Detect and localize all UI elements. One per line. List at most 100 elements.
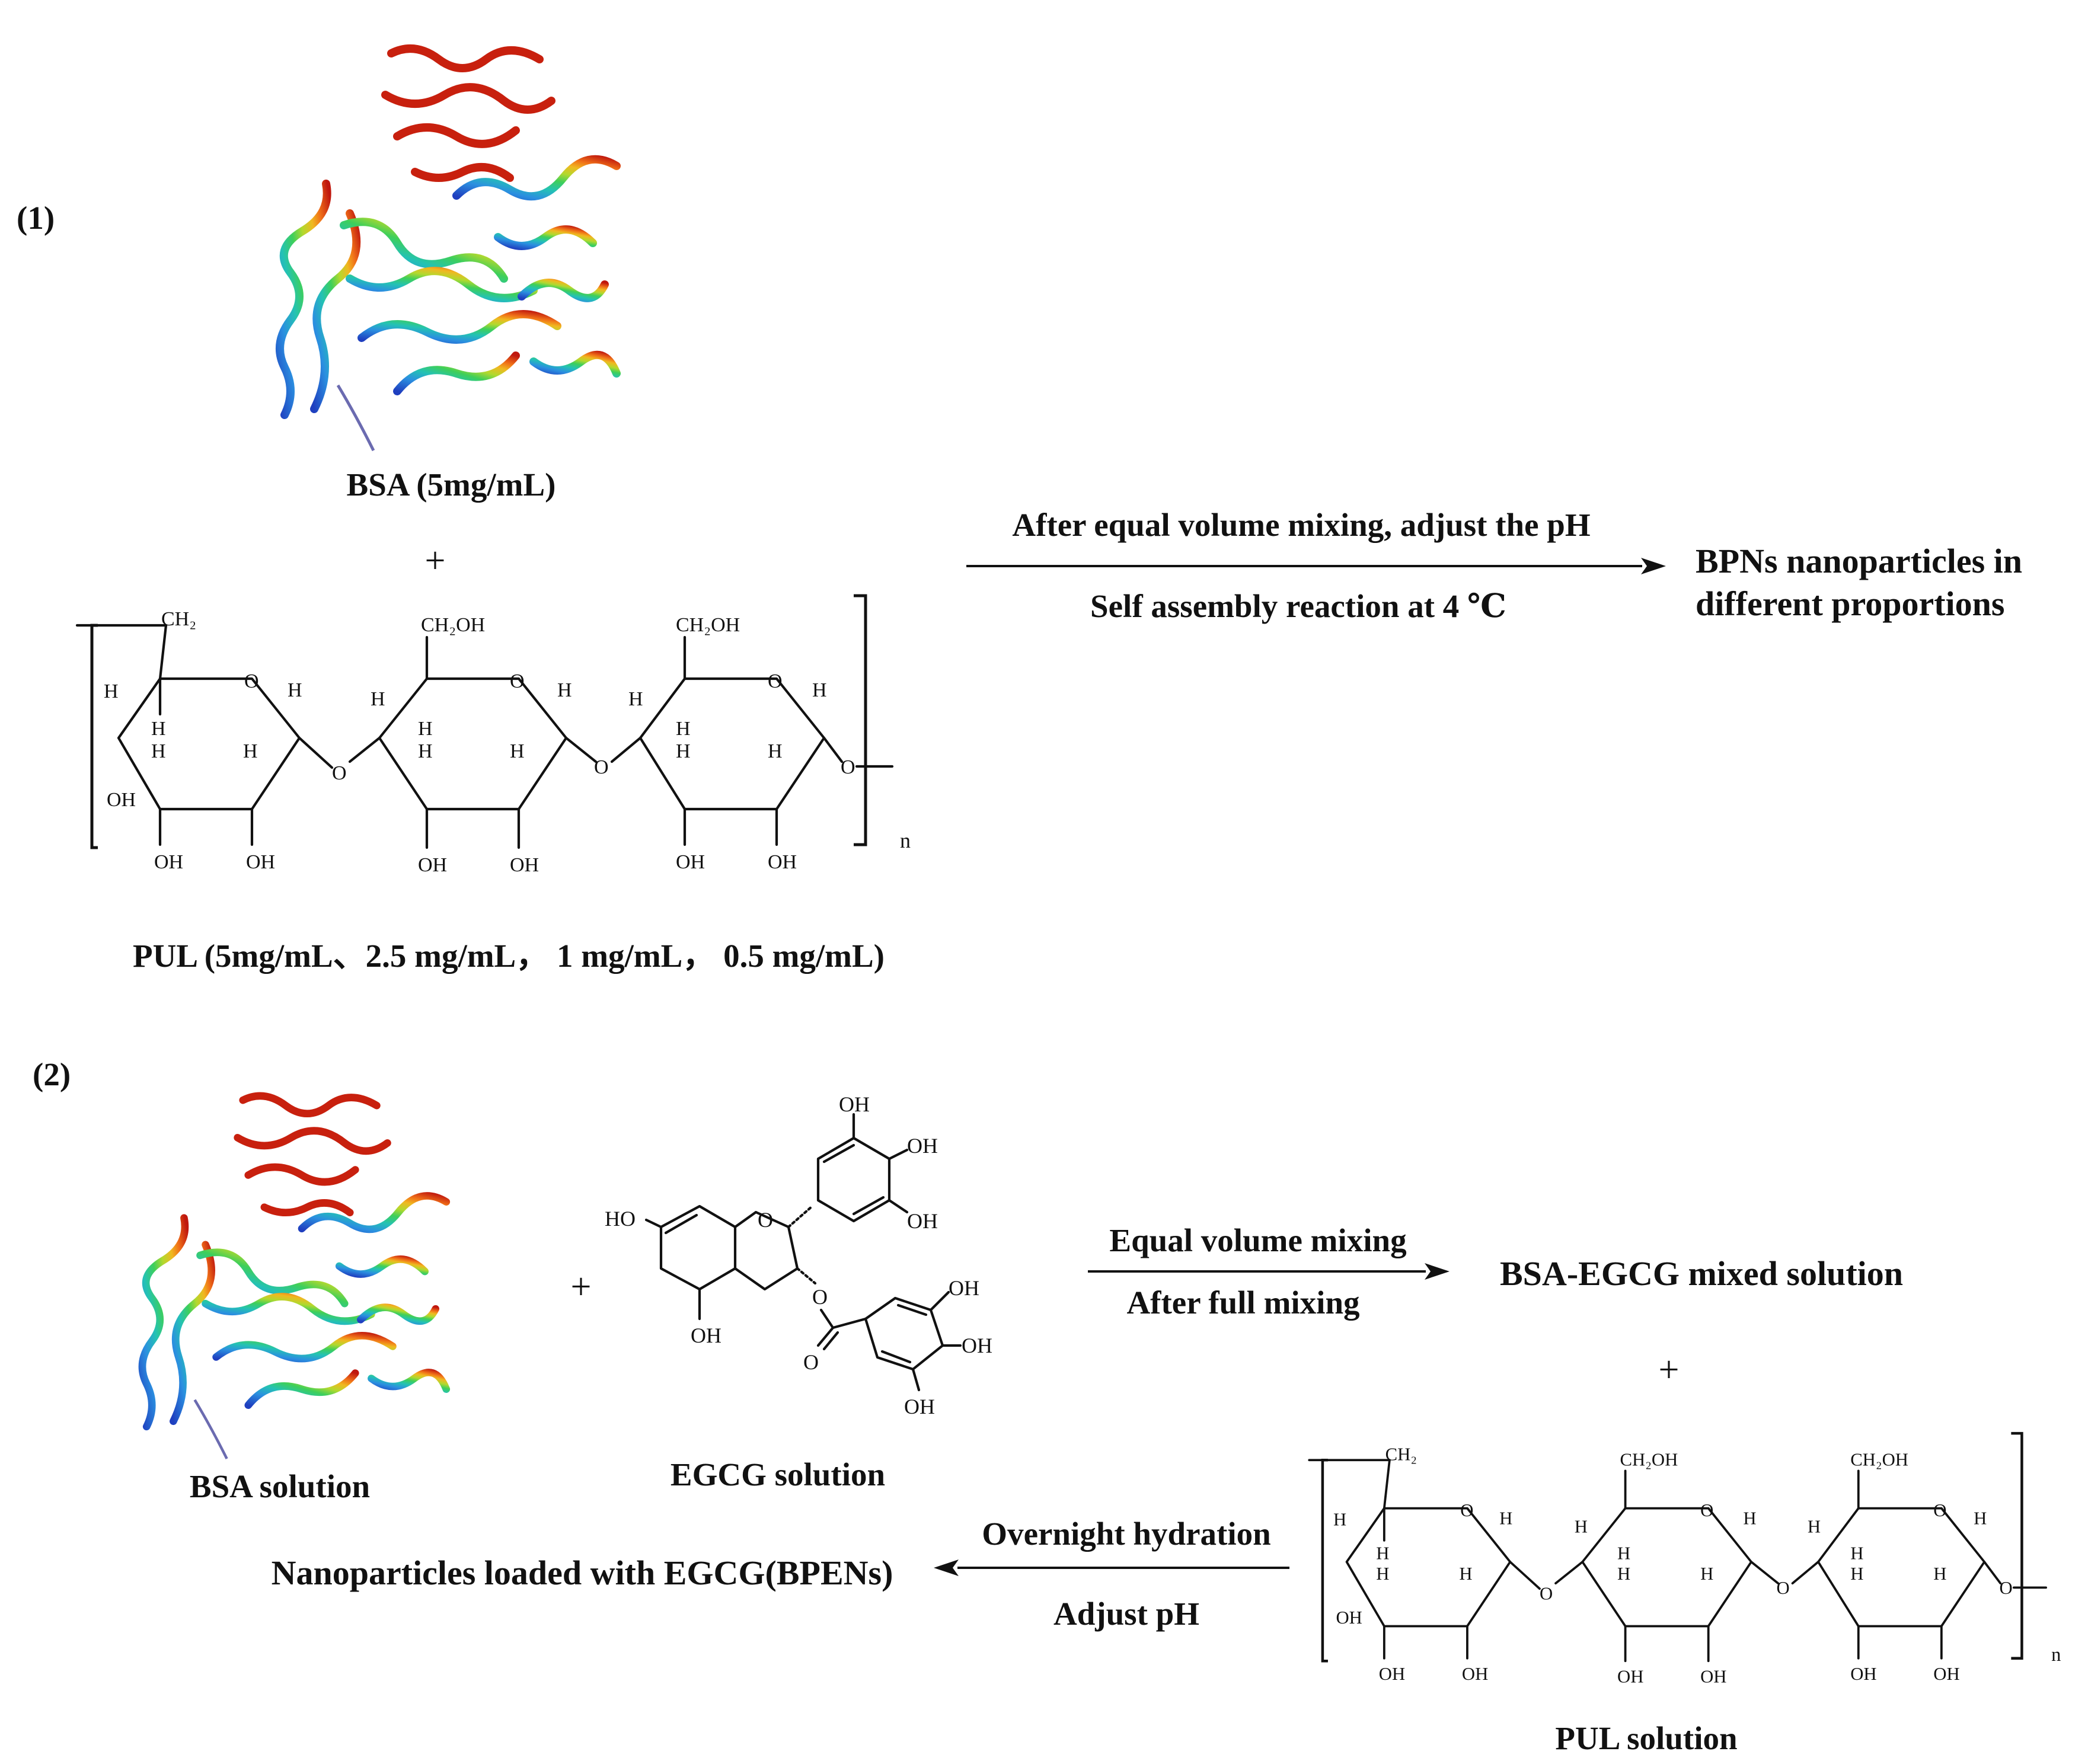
bracket-right xyxy=(854,594,867,846)
svg-text:H: H xyxy=(1700,1564,1713,1584)
svg-text:H: H xyxy=(1575,1516,1588,1536)
arrow3-top-label: Overnight hydration xyxy=(982,1516,1271,1552)
svg-text:H: H xyxy=(1850,1543,1863,1563)
svg-text:OH: OH xyxy=(1462,1664,1488,1684)
svg-text:H: H xyxy=(288,679,302,701)
svg-text:H: H xyxy=(1459,1564,1472,1584)
svg-text:H: H xyxy=(1617,1543,1630,1563)
bsa-protein-structure-1 xyxy=(276,44,621,452)
egcg-structure: O HO OH OH OH OH O O OH OH OH xyxy=(605,1092,992,1418)
arrow1-bottom-label: Self assembly reaction at 4 ℃ xyxy=(1090,588,1506,624)
glucose-ring-2: CH₂OH O H H H H H OH OH O xyxy=(371,614,642,876)
svg-text:CH₂OH: CH₂OH xyxy=(421,614,485,636)
bsa-caption-2: BSA solution xyxy=(189,1468,371,1504)
bsa-egcg-mixed-label: BSA-EGCG mixed solution xyxy=(1500,1254,1903,1293)
svg-text:O: O xyxy=(841,756,855,778)
svg-text:H: H xyxy=(812,679,827,701)
svg-text:OH: OH xyxy=(1850,1664,1876,1684)
svg-text:OH: OH xyxy=(1933,1664,1959,1684)
arrow2-bottom-label: After full mixing xyxy=(1126,1284,1360,1321)
pullulan-structure-1: n CH₂ O H H H H H OH OH OH O CH₂OH O H H… xyxy=(75,594,911,876)
plus-sign-2: + xyxy=(570,1267,592,1307)
svg-text:H: H xyxy=(1808,1516,1821,1536)
repeat-n: n xyxy=(900,829,911,852)
svg-text:O: O xyxy=(812,1285,828,1309)
svg-text:OH: OH xyxy=(418,854,447,876)
svg-text:n: n xyxy=(2051,1644,2061,1666)
svg-text:O: O xyxy=(1933,1500,1946,1520)
svg-text:CH₂: CH₂ xyxy=(161,608,196,630)
panel-1-label: (1) xyxy=(17,200,55,236)
svg-text:OH: OH xyxy=(962,1334,992,1357)
svg-text:OH: OH xyxy=(1700,1666,1726,1686)
svg-text:OH: OH xyxy=(676,851,705,873)
svg-text:OH: OH xyxy=(154,851,183,873)
svg-text:OH: OH xyxy=(107,789,136,811)
svg-text:H: H xyxy=(151,740,166,762)
svg-text:O: O xyxy=(1460,1500,1473,1520)
svg-text:CH₂OH: CH₂OH xyxy=(1620,1449,1678,1469)
svg-text:O: O xyxy=(510,670,525,692)
svg-text:OH: OH xyxy=(691,1324,721,1347)
svg-text:H: H xyxy=(1617,1564,1630,1584)
reaction-arrow-2 xyxy=(1088,1263,1450,1280)
svg-text:OH: OH xyxy=(1379,1664,1405,1684)
svg-text:H: H xyxy=(676,718,691,740)
svg-text:H: H xyxy=(1974,1509,1987,1529)
svg-text:H: H xyxy=(1743,1509,1756,1529)
svg-text:OH: OH xyxy=(904,1395,935,1418)
svg-text:H: H xyxy=(418,718,433,740)
product-2-label: Nanoparticles loaded with EGCG(BPENs) xyxy=(271,1554,893,1592)
svg-text:H: H xyxy=(1933,1564,1946,1584)
reaction-arrow-1 xyxy=(966,558,1666,574)
svg-text:H: H xyxy=(1376,1564,1389,1584)
svg-text:O: O xyxy=(244,670,259,692)
svg-text:H: H xyxy=(510,740,525,762)
svg-text:H: H xyxy=(243,740,258,762)
product-1-line1: BPNs nanoparticles in xyxy=(1696,542,2023,580)
svg-text:H: H xyxy=(104,680,119,702)
svg-text:O: O xyxy=(1540,1583,1553,1603)
svg-text:OH: OH xyxy=(907,1134,938,1158)
svg-text:OH: OH xyxy=(246,851,275,873)
reaction-arrow-3 xyxy=(934,1560,1289,1576)
svg-text:OH: OH xyxy=(839,1092,870,1116)
svg-text:CH₂: CH₂ xyxy=(1385,1444,1417,1464)
svg-text:CH₂OH: CH₂OH xyxy=(676,614,740,636)
svg-text:O: O xyxy=(1999,1578,2012,1598)
svg-text:HO: HO xyxy=(605,1207,636,1231)
glucose-ring-3: CH₂OH O H H H H H OH OH O xyxy=(628,614,894,873)
arrow3-bottom-label: Adjust pH xyxy=(1053,1596,1200,1632)
svg-text:OH: OH xyxy=(510,854,539,876)
svg-text:OH: OH xyxy=(1617,1666,1643,1686)
egcg-caption: EGCG solution xyxy=(670,1456,886,1493)
svg-text:H: H xyxy=(1850,1564,1863,1584)
svg-text:OH: OH xyxy=(768,851,797,873)
svg-text:H: H xyxy=(418,740,433,762)
pullulan-structure-2: n CH₂ O H H H H H OH OH OH O CH₂OH O H H… xyxy=(1308,1431,2061,1686)
arrow1-top-label: After equal volume mixing, adjust the pH xyxy=(1012,507,1591,543)
arrow2-top-label: Equal volume mixing xyxy=(1109,1222,1407,1258)
pul-caption-1: PUL (5mg/mL、2.5 mg/mL， 1 mg/mL， 0.5 mg/m… xyxy=(133,938,885,974)
svg-text:H: H xyxy=(1499,1509,1512,1529)
svg-text:OH: OH xyxy=(949,1276,979,1300)
svg-text:H: H xyxy=(628,688,643,710)
svg-text:O: O xyxy=(1776,1578,1789,1598)
svg-text:H: H xyxy=(371,688,385,710)
svg-text:H: H xyxy=(557,679,572,701)
svg-text:CH₂OH: CH₂OH xyxy=(1850,1449,1908,1469)
svg-text:O: O xyxy=(768,670,783,692)
pul-caption-2: PUL solution xyxy=(1555,1720,1738,1756)
bsa-protein-structure-2 xyxy=(138,1092,451,1459)
svg-text:H: H xyxy=(768,740,783,762)
bsa-caption-1: BSA (5mg/mL) xyxy=(346,466,556,503)
svg-text:H: H xyxy=(151,718,166,740)
svg-text:O: O xyxy=(332,762,347,784)
svg-text:O: O xyxy=(803,1350,819,1374)
panel-2-label: (2) xyxy=(33,1056,71,1092)
svg-text:OH: OH xyxy=(1336,1608,1362,1628)
svg-text:H: H xyxy=(1333,1510,1346,1530)
bracket-left xyxy=(90,624,98,849)
svg-text:H: H xyxy=(676,740,691,762)
plus-sign-3: + xyxy=(1658,1350,1680,1390)
